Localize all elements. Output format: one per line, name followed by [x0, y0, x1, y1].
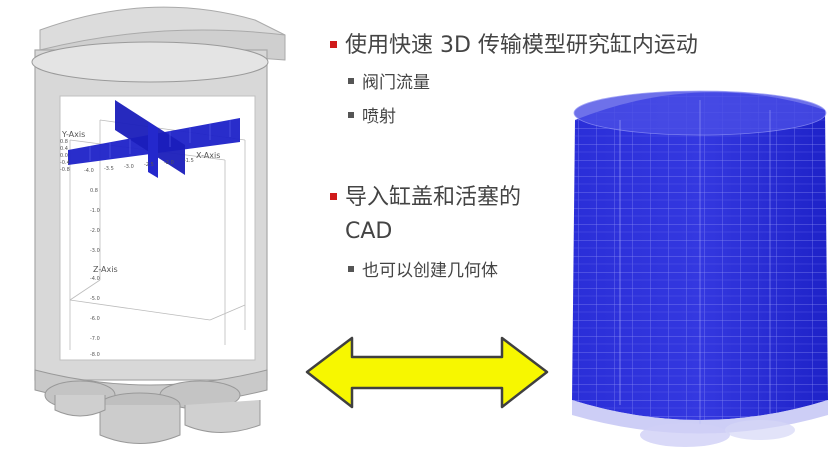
double-arrow-icon: [305, 336, 549, 409]
z-axis-label: Z-Axis: [93, 265, 118, 274]
svg-text:-2.0: -2.0: [90, 228, 100, 234]
red-bullet-icon: [330, 40, 337, 48]
svg-text:0.4: 0.4: [60, 146, 68, 152]
svg-text:-3.5: -3.5: [104, 166, 114, 172]
svg-text:-3.0: -3.0: [124, 164, 134, 170]
svg-text:-4.0: -4.0: [90, 276, 100, 282]
svg-text:-5.0: -5.0: [90, 296, 100, 302]
svg-text:0.0: 0.0: [60, 153, 68, 159]
svg-text:0.8: 0.8: [60, 139, 68, 145]
bullet-item-2-cont: CAD: [345, 219, 393, 244]
sub-bullet: 也可以创建几何体: [348, 258, 498, 284]
gray-bullet-icon: [348, 266, 354, 272]
svg-text:-7.0: -7.0: [90, 336, 100, 342]
cylinder-head-figure: Y-Axis X-Axis Z-Axis 0.8 0.4 0.0 -0.4 -0…: [31, 6, 286, 444]
x-axis-label: X-Axis: [196, 151, 220, 160]
sub-bullet: 喷射: [348, 104, 396, 130]
red-bullet-icon: [330, 192, 337, 200]
svg-text:-1.5: -1.5: [184, 158, 194, 164]
sub-bullet: 阀门流量: [348, 70, 430, 96]
mesh-cylinder-figure: [572, 90, 828, 447]
gray-bullet-icon: [348, 78, 354, 84]
svg-text:-6.0: -6.0: [90, 316, 100, 322]
svg-text:-3.0: -3.0: [90, 248, 100, 254]
svg-text:-0.8: -0.8: [60, 167, 70, 173]
svg-text:-0.4: -0.4: [60, 160, 70, 166]
y-axis-label: Y-Axis: [61, 130, 85, 139]
svg-text:0.8: 0.8: [90, 188, 98, 194]
gray-bullet-icon: [348, 112, 354, 118]
svg-text:-2.0: -2.0: [164, 160, 174, 166]
svg-text:-1.0: -1.0: [90, 208, 100, 214]
svg-text:-2.5: -2.5: [144, 162, 154, 168]
bullet-item-1: 使用快速 3D 传输模型研究缸内运动: [330, 30, 698, 62]
bullet-item-2: 导入缸盖和活塞的: [330, 182, 521, 214]
svg-text:-8.0: -8.0: [90, 352, 100, 358]
svg-text:-4.0: -4.0: [84, 168, 94, 174]
